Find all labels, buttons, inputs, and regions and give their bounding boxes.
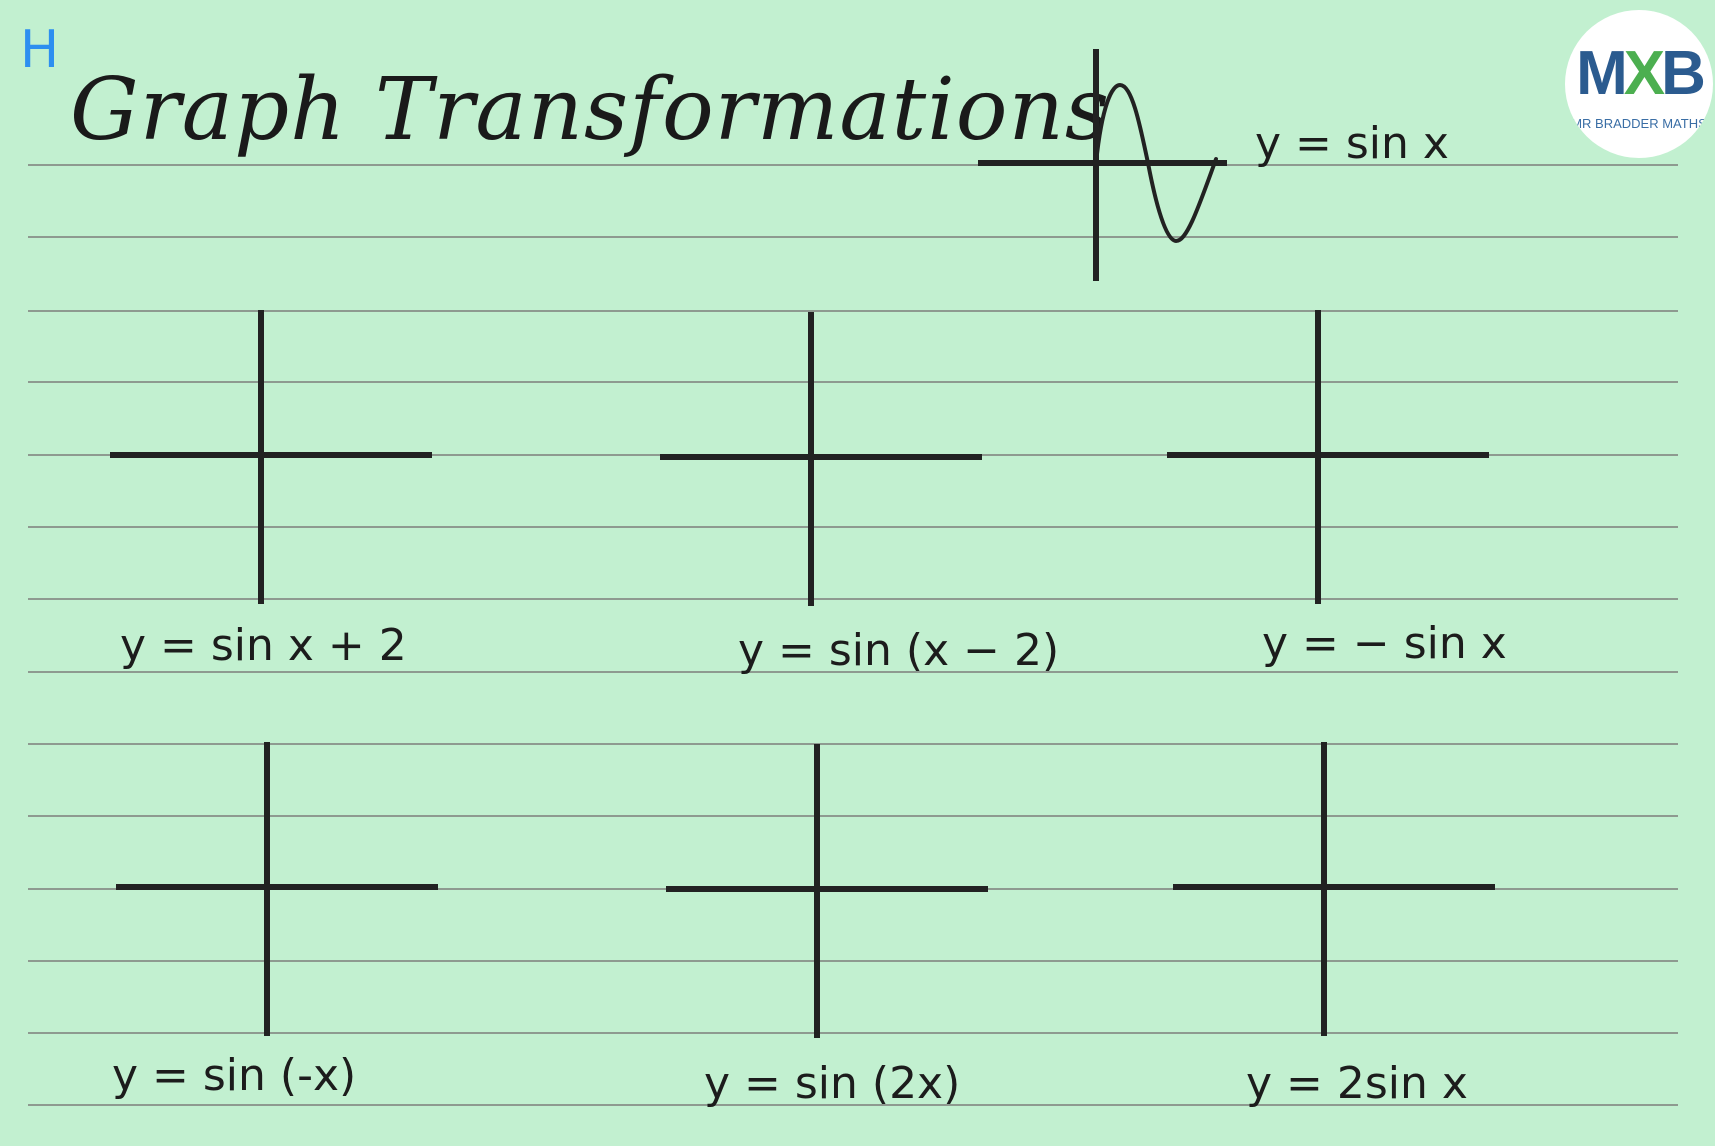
- x-axis: [116, 884, 438, 890]
- graph-axes-1: [110, 310, 432, 604]
- graph-label-4: y = sin (-x): [112, 1050, 357, 1101]
- sine-curve: [1094, 82, 1218, 244]
- logo: MXB MR BRADDER MATHS: [1565, 10, 1713, 158]
- graph-axes-3: [1167, 310, 1489, 604]
- graph-axes-5: [666, 744, 988, 1038]
- graph-label-6: y = 2sin x: [1246, 1058, 1468, 1109]
- ruled-line: [28, 671, 1678, 673]
- ruled-line: [28, 815, 1678, 817]
- graph-label-3: y = − sin x: [1262, 618, 1507, 669]
- graph-label-5: y = sin (2x): [704, 1058, 961, 1109]
- ruled-line: [28, 1032, 1678, 1034]
- reference-label: y = sin x: [1255, 118, 1449, 169]
- logo-mark: MXB: [1576, 39, 1706, 108]
- ruled-line: [28, 526, 1678, 528]
- x-axis: [110, 452, 432, 458]
- x-axis: [666, 886, 988, 892]
- y-axis: [264, 742, 270, 1036]
- logo-subtitle: MR BRADDER MATHS: [1571, 116, 1707, 131]
- ruled-line: [28, 598, 1678, 600]
- edge-strip: [1715, 0, 1721, 1146]
- graph-label-1: y = sin x + 2: [120, 620, 407, 671]
- graph-axes-2: [660, 312, 982, 606]
- y-axis: [1315, 310, 1321, 604]
- ruled-line: [28, 381, 1678, 383]
- x-axis: [1167, 452, 1489, 458]
- graph-axes-4: [116, 742, 438, 1036]
- ruled-line: [28, 236, 1678, 238]
- y-axis: [808, 312, 814, 606]
- page-title: Graph Transformations: [70, 60, 1111, 160]
- y-axis: [258, 310, 264, 604]
- ruled-line: [28, 1104, 1678, 1106]
- ruled-line: [28, 310, 1678, 312]
- ruled-line: [28, 960, 1678, 962]
- tier-marker: H: [20, 20, 60, 80]
- reference-sine-graph: [978, 49, 1227, 281]
- ruled-line: [28, 164, 1678, 166]
- y-axis: [1321, 742, 1327, 1036]
- x-axis: [1173, 884, 1495, 890]
- y-axis: [814, 744, 820, 1038]
- x-axis: [660, 454, 982, 460]
- graph-label-2: y = sin (x − 2): [738, 625, 1060, 676]
- graph-axes-6: [1173, 742, 1495, 1036]
- ruled-line: [28, 743, 1678, 745]
